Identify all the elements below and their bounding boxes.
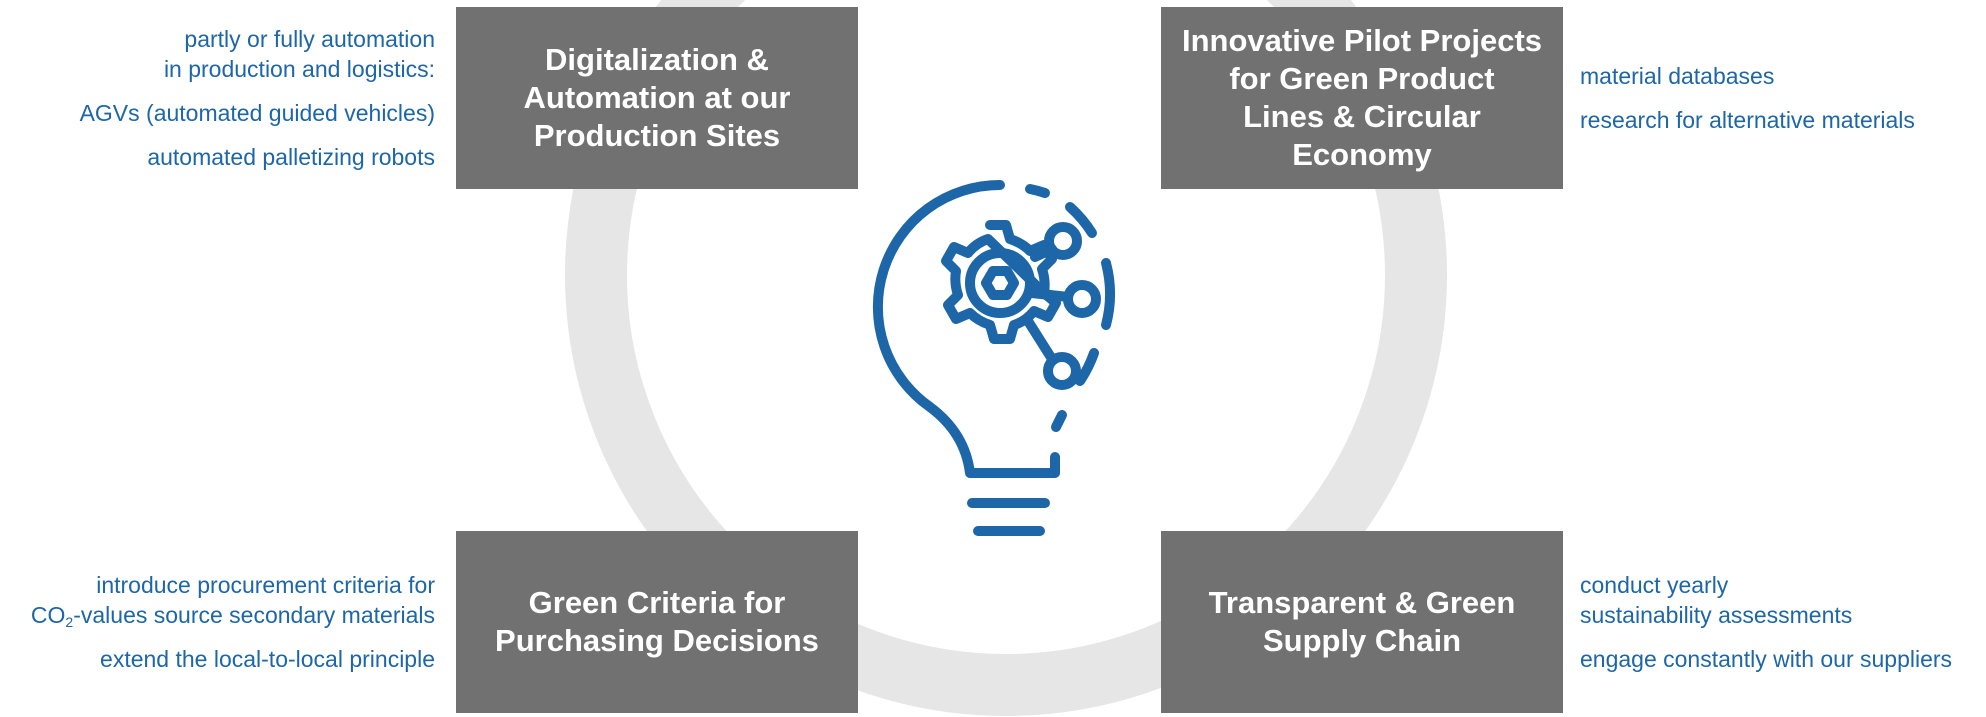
notes-green-criteria: introduce procurement criteria for CO2-v… — [31, 570, 435, 688]
note-item: partly or fully automation in production… — [163, 26, 435, 82]
note-item: material databases — [1580, 63, 1775, 89]
box-innovative-pilot-projects: Innovative Pilot Projects for Green Prod… — [1161, 7, 1563, 189]
box-title: Green Criteria for Purchasing Decisions — [495, 585, 819, 658]
box-green-criteria-purchasing: Green Criteria for Purchasing Decisions — [456, 531, 858, 713]
box-title: Transparent & Green Supply Chain — [1208, 585, 1516, 658]
note-item: research for alternative materials — [1580, 107, 1915, 133]
note-item: extend the local-to-local principle — [100, 646, 435, 672]
co2-line: CO2-values source secondary materials — [30, 602, 435, 630]
note-item: engage constantly with our suppliers — [1580, 646, 1953, 672]
box-digitalization-automation: Digitalization & Automation at our Produ… — [456, 7, 858, 189]
notes-pilot-projects: material databases research for alternat… — [1580, 61, 1915, 149]
note-item: automated palletizing robots — [147, 144, 435, 170]
note-item: introduce procurement criteria for CO2-v… — [30, 572, 435, 630]
notes-digitalization: partly or fully automation in production… — [80, 24, 435, 186]
note-item: AGVs (automated guided vehicles) — [79, 100, 435, 126]
box-title: Digitalization & Automation at our Produ… — [523, 42, 791, 153]
box-title: Innovative Pilot Projects for Green Prod… — [1181, 23, 1543, 172]
note-item: conduct yearly sustainability assessment… — [1580, 572, 1853, 628]
box-transparent-supply-chain: Transparent & Green Supply Chain — [1161, 531, 1563, 713]
notes-supply-chain: conduct yearly sustainability assessment… — [1580, 570, 1952, 688]
lightbulb-gear-icon — [872, 180, 1115, 536]
